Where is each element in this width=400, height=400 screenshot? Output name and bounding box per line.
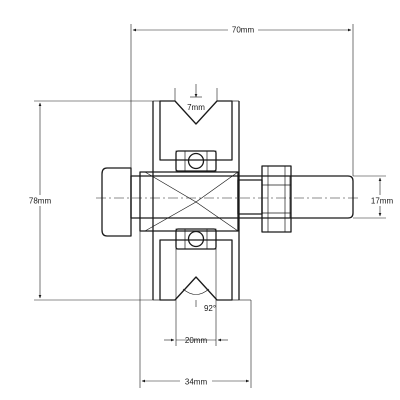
wheel-width-label: 34mm bbox=[185, 378, 208, 387]
groove-top-label: 7mm bbox=[187, 103, 205, 112]
lower-bearing-ball bbox=[187, 230, 205, 248]
overall-height-label: 78mm bbox=[29, 197, 52, 206]
upper-bearing-ball bbox=[187, 152, 205, 170]
eccentric-bushing bbox=[139, 171, 239, 232]
wheel-lower-section bbox=[159, 239, 233, 301]
groove-angle-label: 92° bbox=[204, 304, 216, 313]
bolt-head bbox=[101, 167, 132, 237]
bolt-diameter-label: 17mm bbox=[371, 197, 394, 206]
overall-width-label: 70mm bbox=[232, 26, 255, 35]
bearing-width-label: 20mm bbox=[185, 336, 208, 345]
bolt-shank bbox=[130, 175, 354, 219]
spacer-washer bbox=[237, 179, 263, 215]
wheel-upper-section bbox=[159, 100, 233, 161]
